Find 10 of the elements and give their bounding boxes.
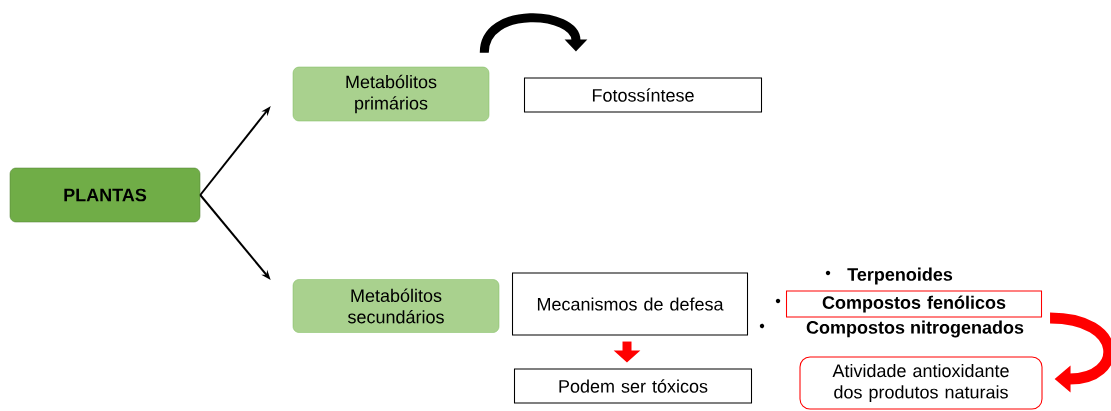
process-box: Fotossíntese xyxy=(523,77,763,113)
result-box: Atividade antioxidante dos produtos naturais xyxy=(799,356,1043,410)
list-item: Compostos nitrogenados xyxy=(806,320,1024,338)
arrow xyxy=(1049,312,1111,393)
root-box: PLANTAS xyxy=(9,167,201,223)
process-box: Mecanismos de defesa xyxy=(511,272,749,336)
category-box: Metabólitos secundários xyxy=(292,279,500,333)
category-box: Metabólitos primários xyxy=(292,66,490,122)
highlight-box: Compostos fenólicos xyxy=(785,290,1043,318)
process-box: Podem ser tóxicos xyxy=(513,368,753,404)
